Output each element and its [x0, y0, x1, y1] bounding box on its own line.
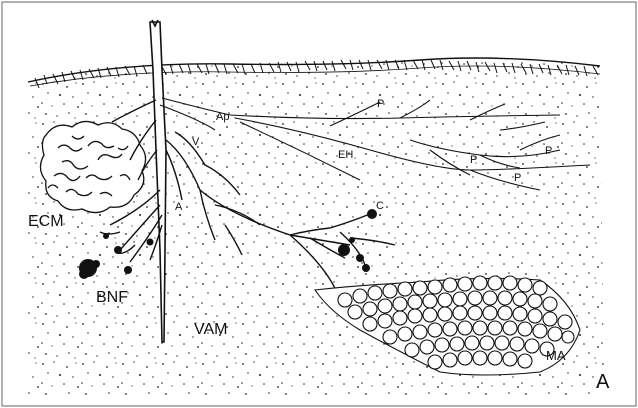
label-p1: P — [377, 98, 384, 110]
label-eh: EH — [338, 149, 353, 161]
label-p4: P — [514, 172, 521, 184]
label-ap: Ap — [216, 111, 229, 123]
label-ecm: ECM — [28, 213, 64, 230]
ectomycorrhiza-cluster — [40, 121, 145, 212]
label-ma: MA — [546, 348, 566, 363]
label-vam: VAM — [194, 321, 227, 338]
label-p2: P — [470, 154, 477, 166]
label-c: C — [376, 200, 384, 212]
label-a: A — [175, 201, 183, 213]
label-p3: P — [545, 145, 552, 157]
panel-label: A — [596, 371, 610, 393]
label-bnf: BNF — [96, 289, 128, 306]
label-v: V — [192, 136, 200, 148]
